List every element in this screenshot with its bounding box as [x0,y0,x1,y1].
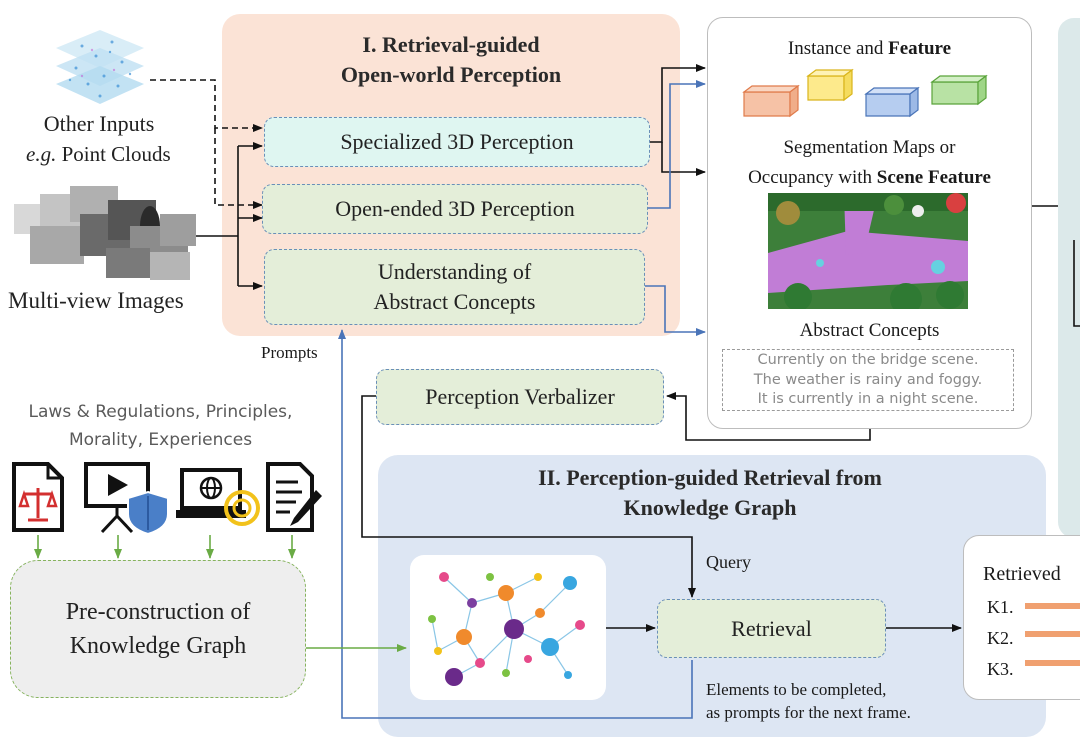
query-label: Query [706,552,751,572]
retrieved-item: K1. [987,597,1014,617]
segmentation-bold: Scene Feature [876,167,991,188]
retrieved-knowledge-panel [963,535,1080,700]
segmentation-line2: Occupancy with Scene Feature [707,163,1032,193]
point-clouds-label: e.g. Point Clouds [26,141,206,167]
presentation-shield-icon [84,462,169,534]
perception-panel-title: I. Retrieval-guided Open-world Perceptio… [222,30,680,90]
perception-title-line1: I. Retrieval-guided [362,32,540,57]
segmentation-label: Segmentation Maps or Occupancy with Scen… [707,133,1032,193]
laptop-globe-icon [176,468,260,526]
abstract-concepts-line1: Understanding of [377,259,532,284]
open-ended-3d-perception-box: Open-ended 3D Perception [262,184,648,234]
elements-line1: Elements to be completed, [706,680,887,699]
abstract-concepts-line2: Abstract Concepts [373,289,536,314]
retrieved-bar [1025,603,1080,609]
segmentation-line1: Segmentation Maps or [783,137,956,158]
elements-note: Elements to be completed, as prompts for… [706,678,911,724]
downstream-panel [1058,18,1080,538]
segmentation-map-image [768,193,968,309]
multiview-images-label: Multi-view Images [8,288,184,313]
concept-item: It is currently in a night scene. [757,391,979,407]
retrieved-bar [1025,660,1080,666]
concept-item: Currently on the bridge scene. [757,352,979,368]
retrieved-bar [1025,631,1080,637]
knowledge-sources-label: Laws & Regulations, Principles, Morality… [8,398,313,454]
segmentation-prefix: Occupancy with [748,167,877,188]
abstract-concepts-box: Understanding of Abstract Concepts [264,249,645,325]
knowledge-graph-image [410,555,606,700]
other-inputs-label: Other Inputs [43,111,155,136]
laws-line1: Laws & Regulations, Principles, [28,402,293,422]
retrieval-title-line2: Knowledge Graph [623,495,797,520]
knowledge-graph-construction-box: Pre-construction of Knowledge Graph [10,560,306,698]
instance-feature-label: Instance and Feature [707,38,1032,60]
retrieval-box: Retrieval [657,599,886,658]
laws-line2: Morality, Experiences [68,430,253,450]
blue-cube [864,86,920,118]
document-pen-icon [266,462,322,532]
prompts-label: Prompts [261,343,318,362]
perception-verbalizer-box: Perception Verbalizer [376,369,664,425]
point-clouds-text: Point Clouds [56,142,171,166]
orange-cube [742,84,800,118]
kg-line2: Knowledge Graph [69,633,247,659]
law-document-icon [12,462,64,532]
yellow-cube [806,68,854,102]
retrieved-title: Retrieved [983,563,1061,585]
elements-line2: as prompts for the next frame. [706,703,911,722]
specialized-3d-perception-box: Specialized 3D Perception [264,117,650,167]
multiview-images [14,186,196,280]
retrieved-item: K2. [987,628,1014,648]
concept-item: The weather is rainy and foggy. [753,371,983,388]
instance-feature-cubes [742,68,988,118]
retrieval-panel-title: II. Perception-guided Retrieval from Kno… [430,463,990,523]
abstract-concepts-title: Abstract Concepts [799,320,940,341]
instance-prefix: Instance and [787,38,889,59]
retrieved-list: K1. K2. K3. [987,592,1014,685]
abstract-concepts-list: Currently on the bridge scene. The weath… [722,349,1014,411]
instance-bold: Feature [888,38,952,59]
retrieval-title-line1: II. Perception-guided Retrieval from [538,465,882,490]
point-clouds-prefix: e.g. [26,142,57,166]
perception-title-line2: Open-world Perception [340,62,562,87]
green-cube [930,74,988,106]
retrieved-item: K3. [987,659,1014,679]
point-cloud-image [56,30,144,104]
kg-line1: Pre-construction of [65,599,251,625]
